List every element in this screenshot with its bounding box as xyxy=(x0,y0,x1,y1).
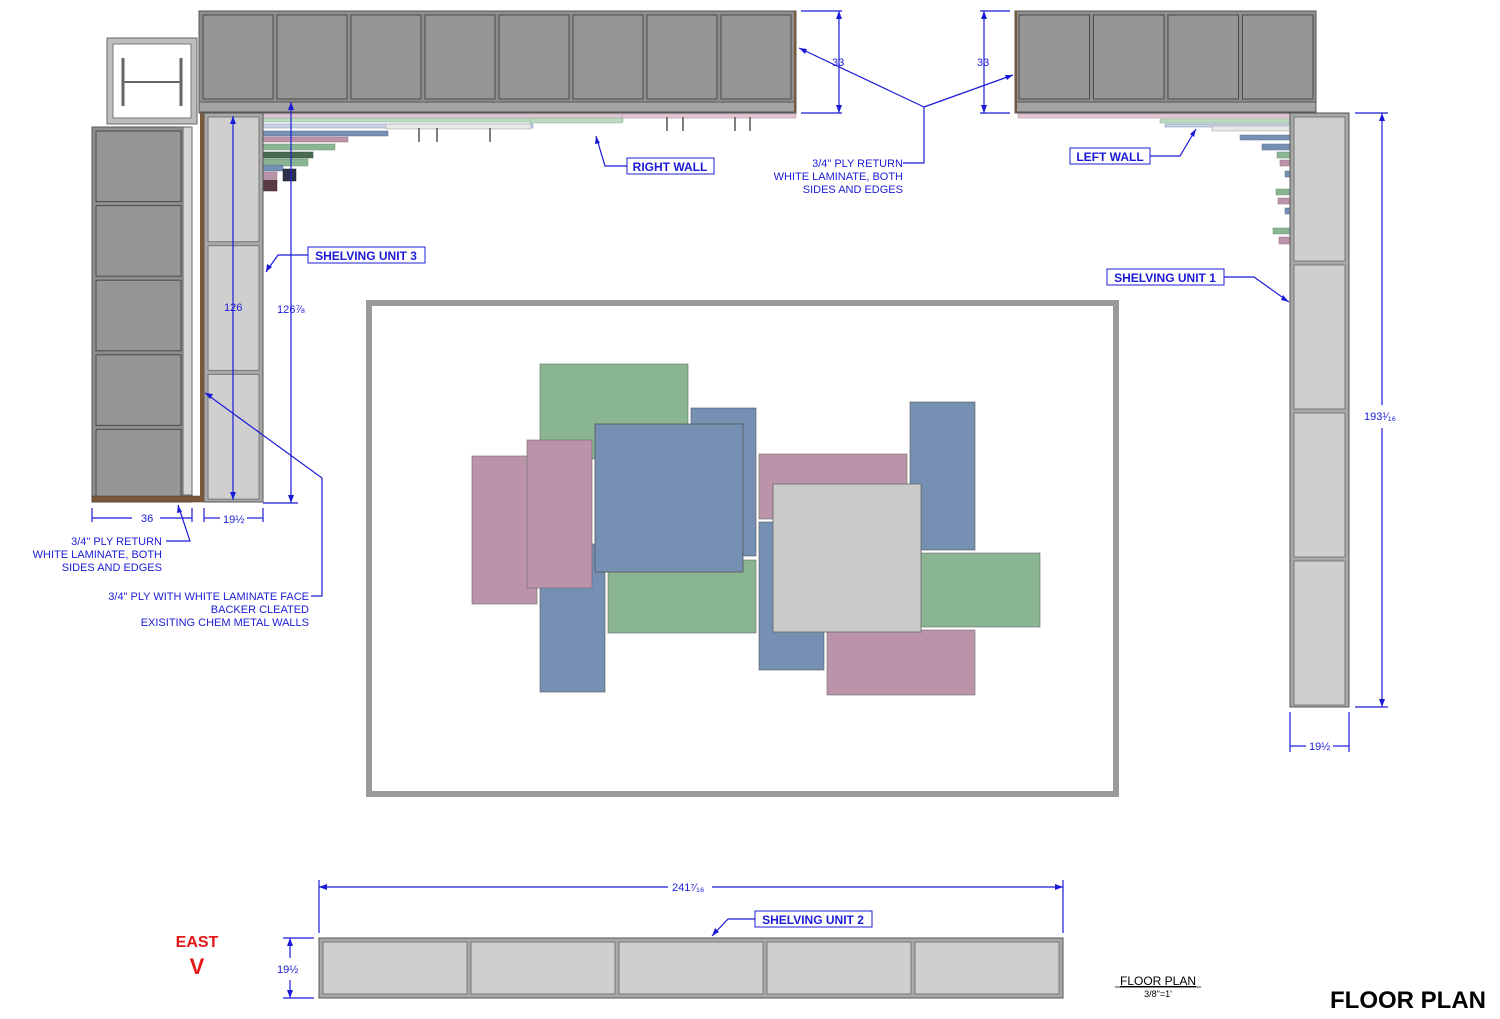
cabinet-door xyxy=(1018,14,1090,100)
cabinet-door xyxy=(95,428,182,501)
svg-text:BACKER CLEATED: BACKER CLEATED xyxy=(211,604,309,616)
plan-label: FLOOR PLAN xyxy=(1120,974,1196,988)
cabinet-door xyxy=(95,130,182,203)
plan-scale: 3/8"=1' xyxy=(1144,989,1172,999)
cabinet-door xyxy=(424,14,496,100)
cabinet-door xyxy=(202,14,274,100)
dim-unit2-depth: 19½ xyxy=(277,964,298,976)
svg-text:SHELVING UNIT 1: SHELVING UNIT 1 xyxy=(1114,271,1216,285)
svg-text:WHITE LAMINATE, BOTH: WHITE LAMINATE, BOTH xyxy=(33,549,162,561)
cabinet-door xyxy=(1167,14,1239,100)
right-wall-shelves xyxy=(262,113,797,192)
shelf-bay xyxy=(1293,560,1346,706)
shelf-bay xyxy=(1293,264,1346,410)
svg-text:LEFT WALL: LEFT WALL xyxy=(1076,150,1143,164)
cabinet-door xyxy=(95,205,182,277)
svg-text:EXISITING CHEM METAL WALLS: EXISITING CHEM METAL WALLS xyxy=(141,617,309,629)
cabinet-door xyxy=(1093,14,1165,100)
shelving-unit-2 xyxy=(318,937,1064,999)
dim-left-cabinet-width: 36 xyxy=(141,513,153,525)
svg-text:SIDES AND EDGES: SIDES AND EDGES xyxy=(62,562,162,574)
note-top-return: 3/4" PLY RETURN WHITE LAMINATE, BOTH SID… xyxy=(774,158,903,196)
cabinet-door xyxy=(1242,14,1314,100)
dim-unit2-length: 241⁷⁄₁₆ xyxy=(672,882,704,894)
dim-unit1-length: 193¹⁄₁₆ xyxy=(1364,411,1396,423)
cabinet-door xyxy=(498,14,570,100)
cabinet-door xyxy=(276,14,348,100)
left-wall-shelves xyxy=(1017,113,1291,245)
center-display-table xyxy=(366,300,1119,797)
left-tall-cabinet xyxy=(91,126,205,503)
dimension-lines xyxy=(91,10,1388,999)
svg-text:3/4" PLY WITH WHITE LAMINATE F: 3/4" PLY WITH WHITE LAMINATE FACE xyxy=(108,591,309,603)
dim-left-wall-depth: 33 xyxy=(977,57,989,69)
dim-right-wall-depth: 33 xyxy=(832,57,844,69)
tag-shelving-unit-3: SHELVING UNIT 3 xyxy=(307,246,426,264)
svg-text:3/4" PLY RETURN: 3/4" PLY RETURN xyxy=(812,158,903,170)
tag-shelving-unit-2: SHELVING UNIT 2 xyxy=(754,910,873,928)
shelf-bay xyxy=(914,941,1060,995)
dim-unit1-depth: 19½ xyxy=(1309,741,1330,753)
tag-left-wall: LEFT WALL xyxy=(1069,147,1151,165)
shelf-bay xyxy=(1293,412,1346,558)
tag-shelving-unit-1: SHELVING UNIT 1 xyxy=(1106,268,1225,286)
cabinet-door xyxy=(572,14,644,100)
svg-text:SIDES AND EDGES: SIDES AND EDGES xyxy=(803,184,903,196)
dim-unit3-inner: 126 xyxy=(224,302,242,314)
top-left-fixture xyxy=(106,37,198,125)
orientation-label: EAST xyxy=(176,934,219,951)
cabinet-door xyxy=(350,14,422,100)
left-wall-cabinets xyxy=(1014,10,1317,114)
orientation-arrow: V xyxy=(190,954,205,979)
note-left-return: 3/4" PLY RETURN WHITE LAMINATE, BOTH SID… xyxy=(33,536,162,574)
shelf-bay xyxy=(1293,116,1346,262)
dim-unit3-depth: 19½ xyxy=(223,514,244,526)
shelf-bay xyxy=(618,941,764,995)
cabinet-door xyxy=(720,14,792,100)
note-ply-face: 3/4" PLY WITH WHITE LAMINATE FACE BACKER… xyxy=(108,591,309,629)
svg-text:SHELVING UNIT 2: SHELVING UNIT 2 xyxy=(762,913,864,927)
shelf-bay xyxy=(470,941,616,995)
shelf-bay xyxy=(766,941,912,995)
svg-text:RIGHT WALL: RIGHT WALL xyxy=(633,160,708,174)
tag-right-wall: RIGHT WALL xyxy=(626,157,715,175)
leader-lines xyxy=(166,47,1290,937)
shelf-bay xyxy=(322,941,468,995)
svg-text:SHELVING UNIT 3: SHELVING UNIT 3 xyxy=(315,249,417,263)
drawing-title: FLOOR PLAN xyxy=(1330,987,1486,1014)
shelving-unit-1 xyxy=(1289,112,1350,708)
cabinet-door xyxy=(646,14,718,100)
dimension-labels: 33 33 126 126⅞ 36 19½ 193¹⁄₁₆ 19½ 241⁷⁄₁… xyxy=(141,57,1396,976)
dim-unit3-outer: 126⅞ xyxy=(277,304,305,316)
cabinet-door xyxy=(95,279,182,352)
cabinet-door xyxy=(95,354,182,426)
svg-text:WHITE LAMINATE, BOTH: WHITE LAMINATE, BOTH xyxy=(774,171,903,183)
svg-text:3/4" PLY RETURN: 3/4" PLY RETURN xyxy=(71,536,162,548)
right-wall-cabinets xyxy=(198,10,797,114)
